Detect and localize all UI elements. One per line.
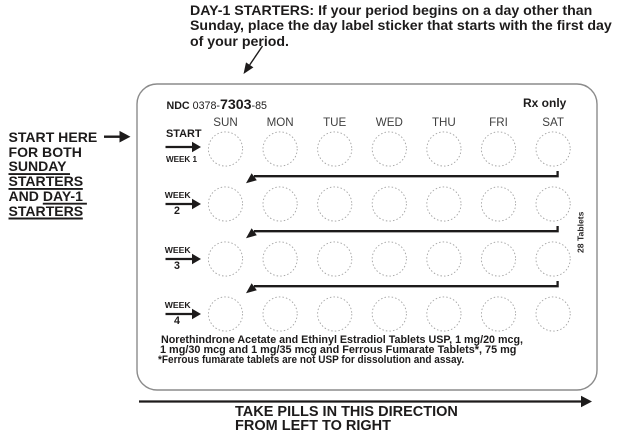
svg-text:28 Tablets: 28 Tablets bbox=[576, 211, 586, 253]
